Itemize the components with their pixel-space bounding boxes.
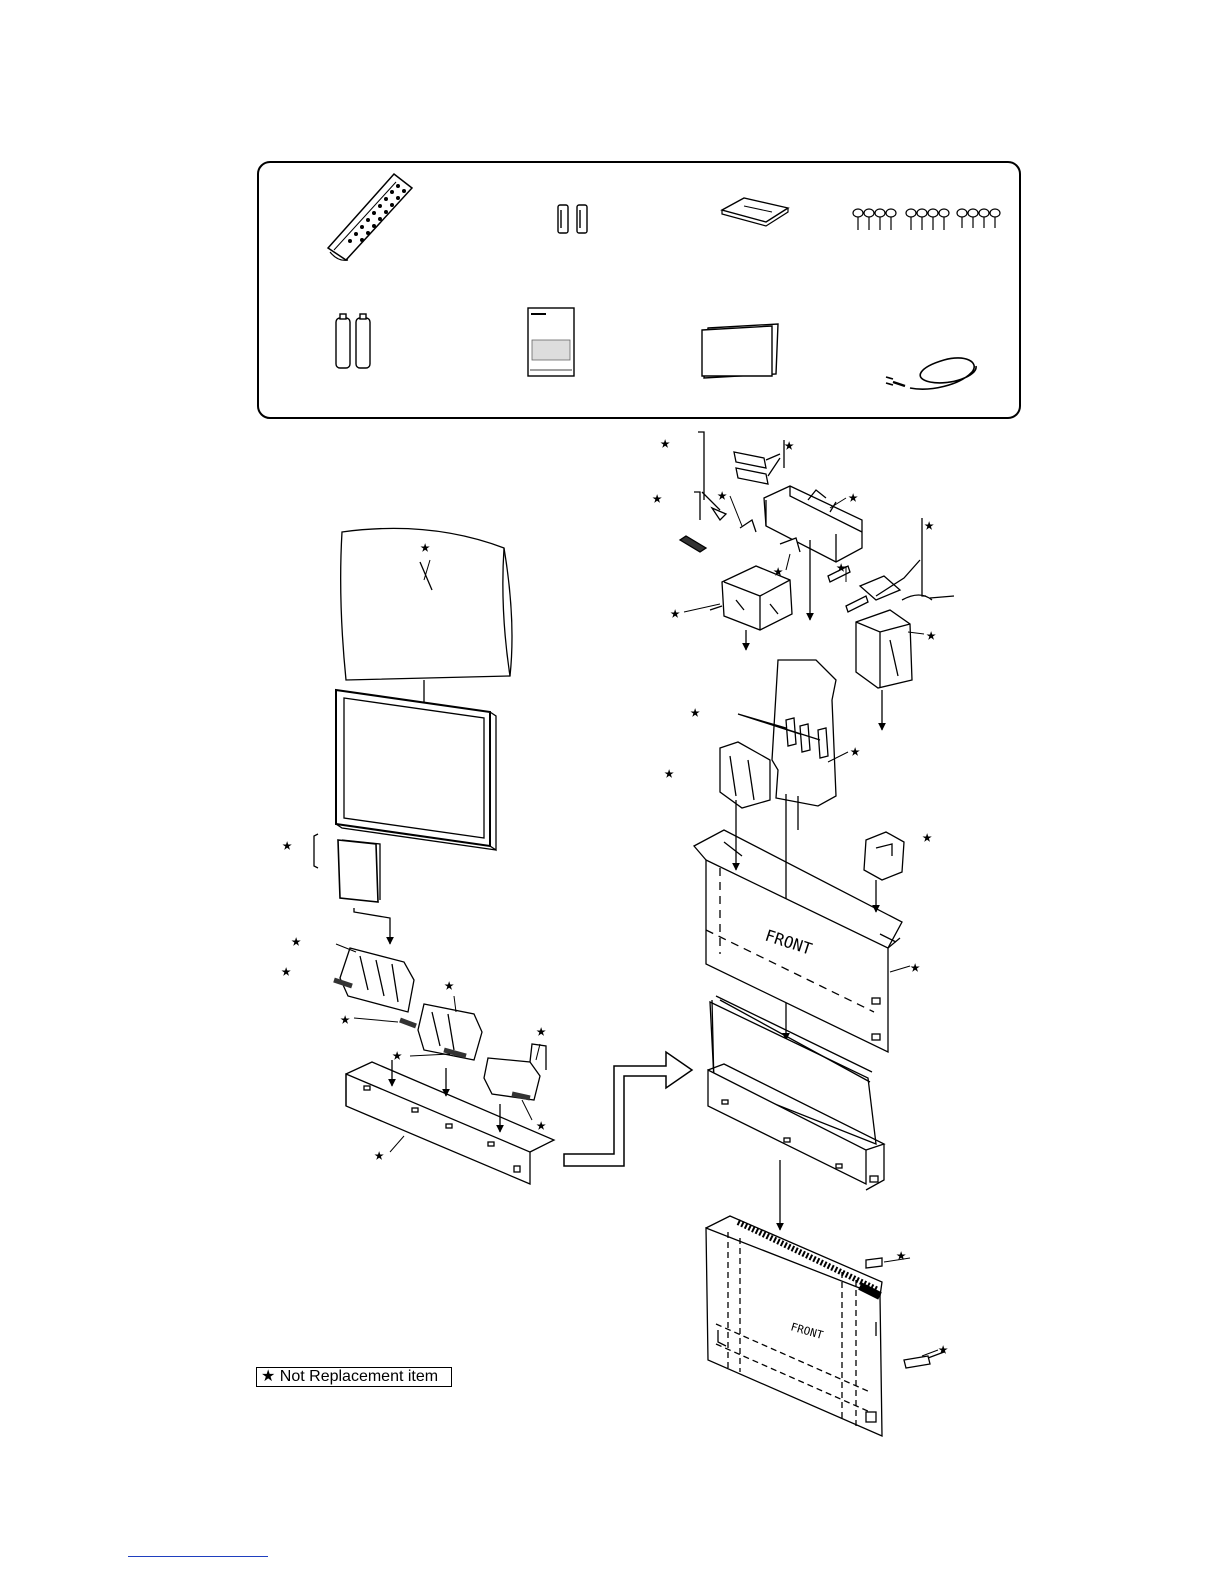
remote-control-icon: [328, 174, 412, 260]
left-cushion: [340, 948, 414, 1012]
star-marker: ★: [652, 488, 662, 508]
left-assembly: [314, 528, 554, 1184]
star-marker: ★: [664, 763, 674, 783]
star-marker: ★: [938, 1339, 948, 1359]
operation-manual-icon: [528, 308, 574, 376]
screws-icon: [853, 209, 1000, 230]
tv-panel: [336, 690, 496, 850]
star-marker: ★: [717, 485, 727, 505]
star-marker: ★: [848, 487, 858, 507]
star-marker: ★: [420, 537, 430, 557]
ac-cord-icon: [886, 358, 976, 389]
star-marker: ★: [392, 1045, 402, 1065]
star-marker: ★: [896, 1245, 906, 1265]
star-marker: ★: [924, 515, 934, 535]
right-cushion: [484, 1044, 546, 1100]
star-marker: ★: [850, 741, 860, 761]
star-marker: ★: [690, 702, 700, 722]
legend-box: ★ Not Replacement item: [256, 1367, 452, 1387]
star-marker: ★: [660, 433, 670, 453]
stand-parts: [734, 452, 768, 484]
accessory-panel: [258, 162, 1020, 418]
star-marker: ★: [910, 957, 920, 977]
closed-carton: FRONT: [706, 1216, 944, 1436]
leaflet-icon: [702, 324, 778, 378]
star-marker: ★: [670, 603, 680, 623]
star-marker: ★: [536, 1115, 546, 1135]
star-marker: ★: [282, 835, 292, 855]
star-marker: ★: [784, 435, 794, 455]
star-marker: ★: [444, 975, 454, 995]
star-marker: ★: [926, 625, 936, 645]
legend-star: ★: [261, 1368, 275, 1385]
legend-label: Not Replacement item: [280, 1368, 438, 1385]
batteries-icon: [336, 314, 370, 368]
star-marker: ★: [536, 1021, 546, 1041]
star-marker: ★: [836, 557, 846, 577]
star-marker: ★: [281, 961, 291, 981]
star-marker: ★: [374, 1145, 384, 1165]
small-document: [338, 840, 378, 902]
cable-tie-card-icon: [722, 198, 788, 226]
cable-clamp-icon: [558, 205, 587, 233]
star-marker: ★: [340, 1009, 350, 1029]
corner-cushion-right: [856, 610, 912, 688]
footer-link-underline: [128, 1556, 268, 1557]
star-marker: ★: [291, 931, 301, 951]
star-marker: ★: [922, 827, 932, 847]
flow-arrow: [564, 1052, 692, 1166]
star-marker: ★: [773, 561, 783, 581]
